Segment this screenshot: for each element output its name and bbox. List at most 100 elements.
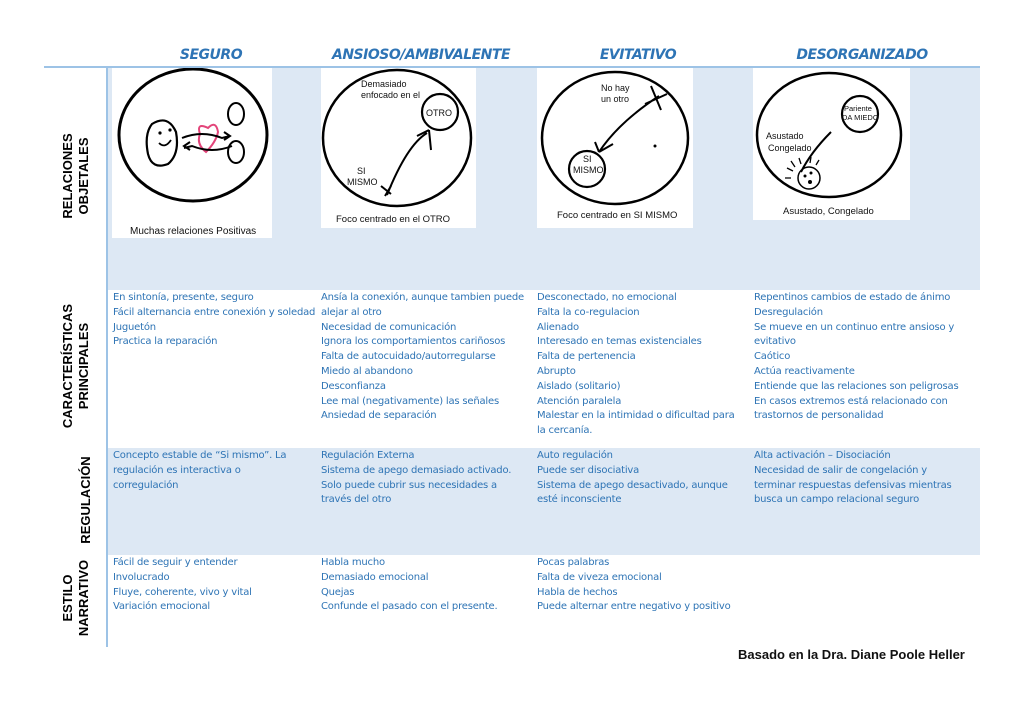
cell-line: Desconectado, no emocional bbox=[537, 292, 677, 303]
cell-line: Fácil alternancia entre conexión y soled… bbox=[113, 306, 316, 318]
cell-line: Fluye, coherente, vivo y vital bbox=[113, 586, 252, 598]
label-si: SI bbox=[357, 166, 366, 176]
label-line: PRINCIPALES bbox=[76, 322, 91, 410]
label-congelado: Congelado bbox=[768, 143, 812, 153]
cell-line: Desconfianza bbox=[321, 380, 386, 392]
cell-line: Falta de autocuidado/autorregularse bbox=[321, 351, 496, 363]
label-pariente: Pariente bbox=[844, 104, 872, 113]
cell-line: Repentinos cambios de estado de ánimo bbox=[754, 292, 951, 303]
drawing-evitativo: No hay un otro SI MISMO Foco centrado en… bbox=[537, 68, 693, 228]
cell-line: Falta de pertenencia bbox=[537, 351, 636, 363]
label-mismo: MISMO bbox=[573, 165, 604, 175]
caracteristicas-ansioso: Ansía la conexión, aunque tambien puede … bbox=[321, 291, 526, 424]
column-header-ansioso: ANSIOSO/AMBIVALENTE bbox=[331, 47, 511, 63]
cell-line: Atención paralela bbox=[537, 395, 622, 407]
attribution-footer: Basado en la Dra. Diane Poole Heller bbox=[738, 647, 965, 662]
column-header-desorganizado: DESORGANIZADO bbox=[796, 47, 928, 63]
label-otro: OTRO bbox=[426, 108, 452, 118]
cell-line: Falta de viveza emocional bbox=[537, 571, 662, 583]
label-no-hay: No hay bbox=[601, 83, 630, 93]
caption-evitativo: Foco centrado en SI MISMO bbox=[557, 210, 677, 221]
cell-line: Aislado (solitario) bbox=[537, 380, 621, 392]
drawing-ansioso: Demasiado enfocado en el OTRO SI MISMO F… bbox=[321, 68, 476, 228]
cell-line: Pocas palabras bbox=[537, 557, 610, 568]
row-label-regulacion: REGULACIÓN bbox=[78, 456, 94, 543]
cell-line: Interesado en temas existenciales bbox=[537, 336, 702, 348]
cell-line: Puede alternar entre negativo y positivo bbox=[537, 601, 731, 613]
cell-line: Malestar en la intimidad o dificultad pa… bbox=[537, 410, 735, 437]
label-demasiado: Demasiado bbox=[361, 79, 407, 89]
cell-line: Ignora los comportamientos cariñosos bbox=[321, 336, 506, 348]
cell-line: Concepto estable de “Si mismo”. La regul… bbox=[113, 450, 287, 491]
label-da-miedo: DA MIEDO bbox=[842, 113, 879, 122]
cell-line: Abrupto bbox=[537, 365, 576, 377]
column-header-seguro: SEGURO bbox=[179, 47, 243, 63]
cell-line: Caótico bbox=[754, 351, 791, 363]
cell-line: Quejas bbox=[321, 586, 355, 598]
caption-ansioso: Foco centrado en el OTRO bbox=[336, 214, 450, 225]
cell-line: Falta la co-regulacion bbox=[537, 306, 640, 318]
caption-seguro: Muchas relaciones Positivas bbox=[130, 226, 256, 237]
drawing-seguro: Muchas relaciones Positivas bbox=[112, 68, 272, 238]
label-un-otro: un otro bbox=[601, 94, 629, 104]
caption-desorganizado: Asustado, Congelado bbox=[783, 206, 874, 217]
label-mismo: MISMO bbox=[347, 177, 378, 187]
cell-line: Sistema de apego demasiado activado. bbox=[321, 464, 512, 476]
label-line: REGULACIÓN bbox=[78, 456, 93, 544]
label-divider bbox=[106, 67, 108, 647]
cell-line: En casos extremos está relacionado con t… bbox=[754, 395, 948, 422]
cell-line: En sintonía, presente, seguro bbox=[113, 292, 254, 303]
cell-line: Confunde el pasado con el presente. bbox=[321, 601, 498, 613]
cell-line: Alta activación – Disociación bbox=[754, 450, 891, 461]
header-divider bbox=[44, 66, 980, 68]
cell-line: Auto regulación bbox=[537, 450, 613, 461]
cell-line: Alienado bbox=[537, 321, 579, 333]
label-line: OBJETALES bbox=[76, 137, 91, 215]
cell-line: Practica la reparación bbox=[113, 336, 218, 348]
cell-line: Puede ser disociativa bbox=[537, 464, 640, 476]
row-band-regulacion bbox=[108, 448, 980, 555]
label-line: NARRATIVO bbox=[76, 559, 91, 637]
label-enfocado: enfocado en el bbox=[361, 90, 420, 100]
cell-line: Habla mucho bbox=[321, 557, 385, 568]
label-si: SI bbox=[583, 154, 592, 164]
label-line: RELACIONES bbox=[60, 133, 75, 219]
cell-line: Desregulación bbox=[754, 306, 823, 318]
cell-line: Demasiado emocional bbox=[321, 571, 429, 583]
cell-line: Necesidad de salir de congelación y term… bbox=[754, 464, 952, 506]
cell-line: Regulación Externa bbox=[321, 450, 415, 461]
cell-line: Fácil de seguir y entender bbox=[113, 557, 238, 568]
cell-line: Ansiedad de separación bbox=[321, 410, 437, 422]
drawing-desorganizado: Pariente DA MIEDO Asustado Congelado Asu… bbox=[753, 68, 910, 220]
cell-line: Involucrado bbox=[113, 571, 170, 583]
cell-line: Lee mal (negativamente) las señales bbox=[321, 395, 499, 407]
label-line: CARACTERÍSTICAS bbox=[60, 303, 75, 429]
cell-line: Variación emocional bbox=[113, 601, 210, 613]
cell-line: Actúa reactivamente bbox=[754, 365, 855, 377]
cell-line: Solo puede cubrir sus necesidades a trav… bbox=[321, 479, 497, 506]
column-header-evitativo: EVITATIVO bbox=[599, 47, 677, 63]
cell-line: Habla de hechos bbox=[537, 586, 618, 598]
cell-line: Entiende que las relaciones son peligros… bbox=[754, 380, 959, 392]
cell-line: Necesidad de comunicación bbox=[321, 321, 457, 333]
cell-line: Se mueve en un continuo entre ansioso y … bbox=[754, 321, 955, 348]
cell-line: Juguetón bbox=[113, 321, 156, 333]
label-line: ESTILO bbox=[60, 574, 75, 622]
cell-line: Sistema de apego desactivado, aunque est… bbox=[537, 479, 728, 506]
regulacion-seguro: Concepto estable de “Si mismo”. La regul… bbox=[113, 449, 303, 493]
cell-line: Miedo al abandono bbox=[321, 365, 413, 377]
label-asustado: Asustado bbox=[766, 131, 804, 141]
cell-line: Ansía la conexión, aunque tambien puede … bbox=[321, 292, 524, 318]
